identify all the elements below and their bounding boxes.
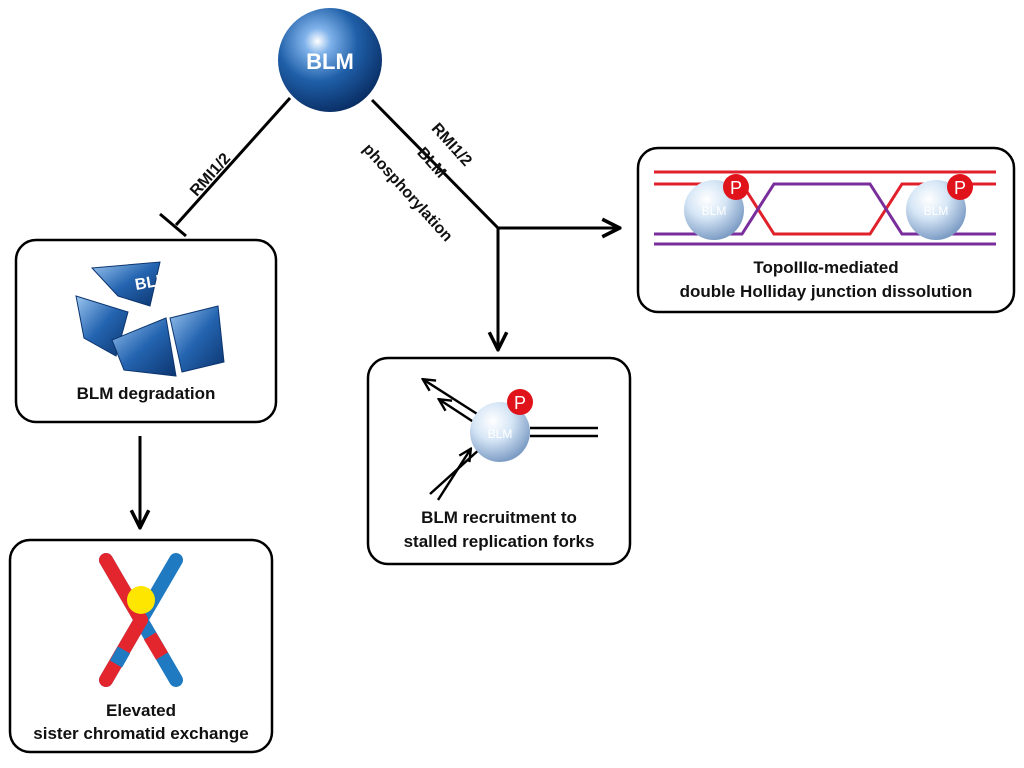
blm-node: BLM	[278, 8, 382, 112]
holliday-junction-icon: BLM P BLM P	[654, 170, 996, 246]
box-degradation: BLM BLM degradation	[14, 238, 278, 424]
fork-sphere-label: BLM	[488, 427, 513, 441]
dhj-sphere-right-label: BLM	[924, 204, 949, 218]
edge-label-right-2: BLM	[413, 144, 449, 181]
box-sce: Elevated sister chromatid exchange	[8, 538, 274, 754]
blm-node-label: BLM	[306, 49, 354, 74]
dhj-caption-line1: TopoIIIα-mediated	[753, 258, 898, 277]
fragment-text: BLM	[134, 271, 171, 294]
sce-caption-line2: sister chromatid exchange	[33, 724, 248, 743]
inhibition-bar	[159, 212, 187, 238]
phospho-badge-icon	[507, 389, 533, 415]
phospho-badge-left-icon	[723, 174, 749, 200]
dhj-phospho-left: P	[730, 178, 742, 198]
blm-sphere	[278, 8, 382, 112]
blm-fragments-icon: BLM	[75, 261, 225, 377]
replication-fork-icon: BLM P	[424, 380, 598, 501]
fork-phospho-label: P	[514, 393, 526, 413]
dhj-sphere-left-label: BLM	[702, 204, 727, 218]
sce-caption-line1: Elevated	[106, 701, 176, 720]
phospho-badge-right-icon	[947, 174, 973, 200]
box-fork: BLM P BLM recruitment to stalled replica…	[366, 356, 632, 566]
edge-label-left: RMI1/2	[187, 150, 234, 200]
chromosome-icon	[99, 553, 183, 687]
fork-caption-line2: stalled replication forks	[404, 532, 595, 551]
edge-right-branch: RMI1/2 BLM phosphorylation	[359, 98, 618, 348]
edge-label-right-3: phosphorylation	[359, 141, 455, 246]
degradation-caption: BLM degradation	[77, 384, 216, 403]
dhj-phospho-right: P	[954, 178, 966, 198]
dhj-caption-line2: double Holliday junction dissolution	[680, 282, 973, 301]
fork-caption-line1: BLM recruitment to	[421, 508, 577, 527]
box-dhj: BLM P BLM P TopoIIIα-mediated double Hol…	[636, 146, 1016, 314]
edge-to-degradation: RMI1/2	[159, 96, 292, 238]
centromere	[127, 586, 155, 614]
blm-fork-sphere	[470, 402, 530, 462]
